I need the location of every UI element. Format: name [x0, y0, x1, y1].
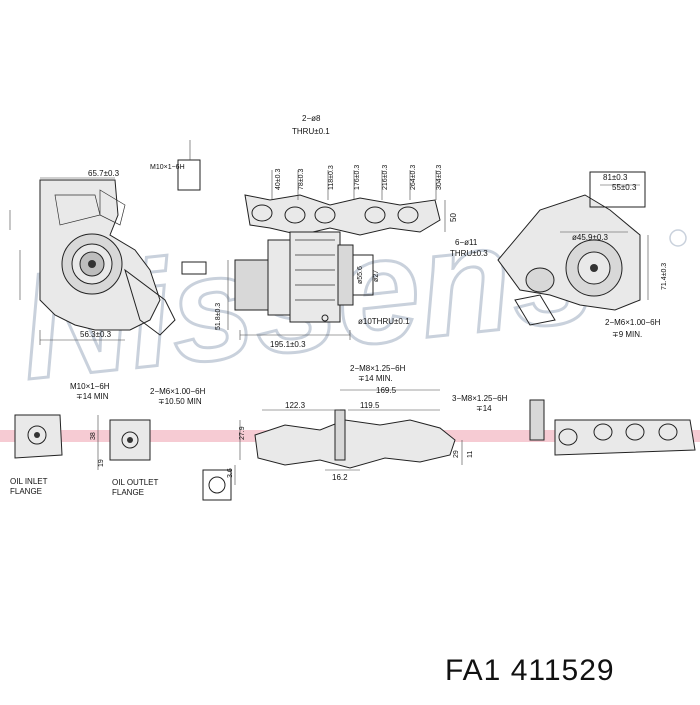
left-turbo-view — [9, 140, 201, 345]
dim-169-5: 169.5 — [376, 386, 397, 395]
dim-118: 118±0.3 — [328, 165, 335, 190]
dim-14-min-c: ∓14 MIN — [76, 392, 109, 401]
dim-010-thru: ø10THRU±0.1 — [358, 317, 410, 326]
dim-264: 264±0.3 — [410, 165, 417, 190]
dim-65-7: 65.7±0.3 — [88, 169, 120, 178]
dim-m6-b: 2−M6×1.00−6H — [150, 387, 206, 396]
dim-19: 19 — [98, 459, 105, 467]
label-2-08: 2−ø8 — [302, 114, 321, 123]
dim-16-2: 16.2 — [332, 473, 348, 482]
dim-thru-03: THRU±0.3 — [450, 249, 488, 258]
dim-176: 176±0.3 — [354, 165, 361, 190]
center-top-flange — [244, 170, 446, 236]
dim-m8-top: 2−M8×1.25−6H — [350, 364, 406, 373]
manifold-side-view — [239, 389, 463, 471]
dim-9-min: ∓9 MIN. — [612, 330, 642, 339]
registered-mark — [669, 229, 687, 247]
dim-29: 29 — [453, 450, 460, 458]
oil-outlet-flange-label: FLANGE — [112, 488, 144, 497]
part-number: FA1 411529 — [445, 654, 615, 687]
dim-45-9: ø45.9±0.3 — [572, 233, 609, 242]
dim-m8-right: 3−M8×1.25−6H — [452, 394, 508, 403]
dim-m6-right: 2−M6×1.00−6H — [605, 318, 661, 327]
dim-m10: M10×1−6H — [70, 382, 110, 391]
dim-27-9: 27.9 — [239, 426, 246, 440]
dim-14-min: ∓14 MIN. — [358, 374, 393, 383]
manifold-front-view — [529, 399, 696, 456]
dim-81: 81±0.3 — [603, 173, 628, 182]
dim-119-5: 119.5 — [360, 401, 380, 410]
center-turbo-side — [181, 231, 374, 340]
dim-10-50: ∓10.50 MIN — [158, 397, 202, 406]
dim-m10-small: M10×1−6H — [150, 164, 185, 171]
dim-6-011: 6−ø11 — [455, 238, 478, 247]
oil-flanges — [14, 414, 236, 501]
dim-50: 50 — [449, 213, 458, 222]
dim-71-4: 71.4±0.3 — [661, 263, 668, 290]
right-turbo-view — [497, 171, 649, 326]
oil-outlet-label: OIL OUTLET — [112, 478, 158, 487]
label-thru-top: THRU±0.1 — [292, 127, 330, 136]
dim-78: 78±0.3 — [298, 169, 305, 190]
oil-inlet-flange-label: FLANGE — [10, 487, 42, 496]
dim-55-6: ø55.6 — [357, 266, 364, 284]
dim-51-8: 51.8±0.3 — [215, 303, 222, 330]
dim-55: 55±0.3 — [612, 183, 637, 192]
dim-3-6: 3.6 — [227, 468, 234, 478]
dim-27: ø27 — [373, 270, 380, 282]
dim-304: 304±0.3 — [436, 165, 443, 190]
oil-inlet-label: OIL INLET — [10, 477, 48, 486]
dim-40: 40±0.3 — [275, 169, 282, 190]
dim-195-1: 195.1±0.3 — [270, 340, 306, 349]
dim-38: 38 — [90, 432, 97, 440]
dim-14-b: ∓14 — [476, 404, 492, 413]
dim-122-3: 122.3 — [285, 401, 306, 410]
dim-216: 216±0.3 — [382, 165, 389, 190]
dim-11: 11 — [467, 451, 474, 458]
dim-56-3: 56.3±0.3 — [80, 330, 112, 339]
